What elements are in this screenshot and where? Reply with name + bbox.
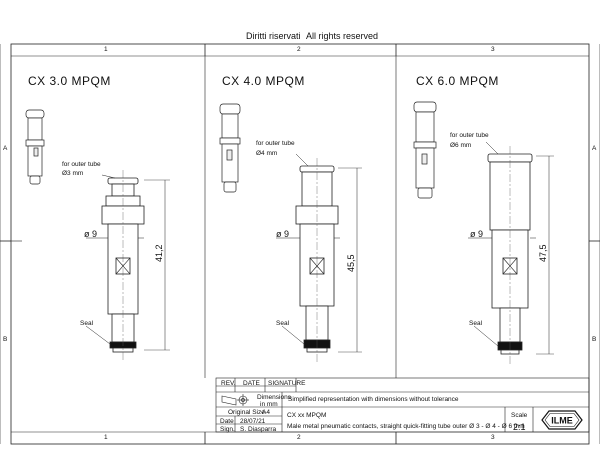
grid-col-2: 2 [297,46,301,53]
ilme-logo-text: ILME [551,416,573,426]
part-2-seal-label: Seal [276,320,290,327]
part-3-seal-label: Seal [469,320,483,327]
grid-row-b-right: B [592,336,597,343]
part-1-tube-dim: Ø3 mm [62,170,84,177]
part-2-drawing [219,103,362,362]
tb-note: Simplified representation with dimension… [288,396,459,403]
part-3-title: CX 6.0 MPQM [416,74,499,88]
grid-row-b: B [3,336,8,343]
part-1-seal-label: Seal [80,320,94,327]
tb-sign-label: Sign. [220,426,235,433]
part-3-drawing [413,101,554,364]
tb-original-size-label: Original Size [228,409,265,416]
part-3-body-dim: ø 9 [470,229,484,239]
tb-dimensions-label: Dimensions [257,394,291,401]
tb-rev-label: REV. [221,380,236,387]
tb-dimensions-unit: in mm [260,401,278,408]
rights-reserved-it: Diritti riservati [246,31,301,41]
grid-row-a: A [3,145,8,152]
grid-col-1: 1 [104,46,108,53]
part-3-tube-dim: Ø6 mm [450,142,472,149]
tb-signature-label: SIGNATURE [268,380,306,387]
ilme-logo: ILME [541,410,583,430]
tb-scale-label: Scale [511,412,528,419]
tb-original-size: A4 [262,409,270,416]
tb-code: CX xx MPQM [287,412,327,419]
part-1-drawing [25,109,170,360]
tb-date: 28/07/21 [240,418,266,425]
grid-col-3-bottom: 3 [491,434,495,441]
part-1-title: CX 3.0 MPQM [28,74,111,88]
tb-date-row-label: Date [220,418,234,425]
grid-row-a-right: A [592,145,597,152]
part-2-tube-label: for outer tube [256,140,295,147]
grid-col-3: 3 [491,46,495,53]
part-1-tube-label: for outer tube [62,161,101,168]
part-2-tube-dim: Ø4 mm [256,150,278,157]
tb-scale: 2:1 [513,422,526,432]
tb-description: Male metal pneumatic contacts, straight … [287,423,525,430]
tb-signer: S. Diasparra [240,426,277,433]
part-2-body-dim: ø 9 [276,229,290,239]
part-3-tube-label: for outer tube [450,132,489,139]
tb-date-label: DATE [243,380,260,387]
grid-col-1-bottom: 1 [104,434,108,441]
part-1-body-dim: ø 9 [84,229,98,239]
grid-col-2-bottom: 2 [297,434,301,441]
rights-reserved-en: All rights reserved [306,31,379,41]
part-2-title: CX 4.0 MPQM [222,74,305,88]
